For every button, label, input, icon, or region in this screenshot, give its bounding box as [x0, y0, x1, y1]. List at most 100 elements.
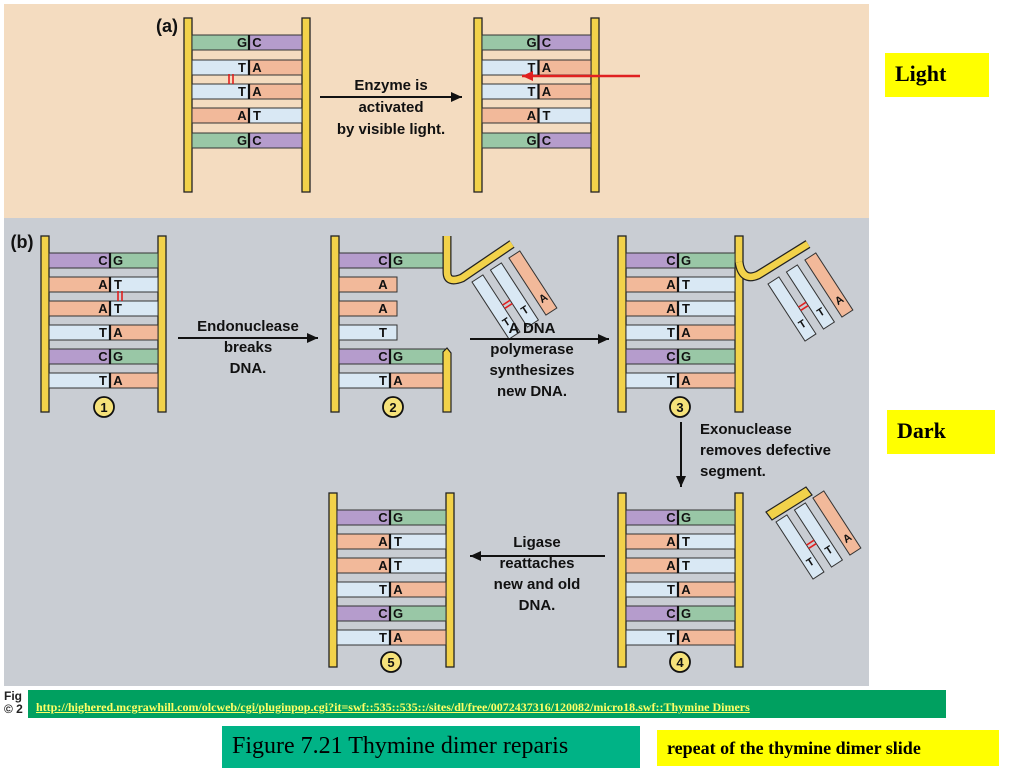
- step5-badge-circle: [380, 651, 402, 673]
- step1-ladder-left-rail: [40, 235, 50, 413]
- panel-a-after-rung-3-base-left: T: [528, 84, 536, 99]
- step4-ladder-rung-3-base-left: A: [666, 558, 676, 573]
- panel-a-before-rung-2-base-left: T: [238, 60, 246, 75]
- step4-ladder-rung-3-base-right: T: [682, 558, 690, 573]
- step1-ladder-rung-4-base-right: A: [113, 325, 123, 340]
- step1-ladder-rung-2-base-right: T: [114, 277, 122, 292]
- step3-badge-circle: [669, 396, 691, 418]
- step4-ladder-rung-4-base-right: A: [681, 582, 691, 597]
- step3-flap-base-bar-1: [767, 276, 817, 342]
- step3-ladder-rung-2-base-right: T: [682, 277, 690, 292]
- arrow-ligase: [470, 551, 605, 561]
- panel-a-red-pointer: [522, 71, 640, 81]
- step5-ladder-rung-4-base-right: A: [393, 582, 403, 597]
- step2-excised-flap-dimer-b: [504, 302, 513, 310]
- dark-label: Dark: [887, 410, 995, 454]
- step2-rung-1-base-right: G: [393, 253, 403, 268]
- panel-a-arrow-text-line-2: activated: [358, 99, 423, 116]
- figure-credit-line2: © 2: [4, 702, 23, 716]
- step3-flap-base-bar-3: [804, 252, 854, 318]
- step5-ladder-rung-2-base-right: T: [394, 534, 402, 549]
- step4-ladder-rung-2-base-left: A: [666, 534, 676, 549]
- step2-rung-5-base-right: G: [393, 349, 403, 364]
- step2-flap-rail: [443, 236, 514, 284]
- step4-ladder-rung-5-base-right: G: [681, 606, 691, 621]
- panel-a-before-rung-4-base-left: A: [237, 108, 247, 123]
- panel-a-before-right-rail: [301, 17, 311, 193]
- panel-a-arrow-text-line-3: by visible light.: [337, 121, 445, 138]
- step4-removed-segment-base-bar-1: [775, 514, 825, 580]
- panel-a-process-arrow: [320, 92, 462, 102]
- step5-ladder-rung-6-base-left: T: [379, 630, 387, 645]
- step5-ladder-rung-5-base-left: C: [378, 606, 388, 621]
- step3-ladder-right-rail: [734, 235, 744, 413]
- step1-ladder-rung-5-base-left: C: [98, 349, 108, 364]
- panel-a-before-rung-2-base-right: A: [252, 60, 262, 75]
- step2-left-rail: [330, 235, 340, 413]
- step3-ladder-rung-4-base-left: T: [667, 325, 675, 340]
- step4-removed-rail: [765, 486, 813, 521]
- step1-ladder-right-rail: [157, 235, 167, 413]
- arrow-endonuclease: [178, 333, 318, 343]
- step3-flap-rail: [735, 241, 810, 281]
- step2-rung-1-base-left: C: [378, 253, 388, 268]
- repeat-note: repeat of the thymine dimer slide: [657, 730, 999, 766]
- panel-a-before-rung-5-base-right: C: [252, 133, 262, 148]
- panel-a-process-arrow-head: [451, 92, 462, 102]
- panel-a-after-left-rail: [473, 17, 483, 193]
- panel-a-after-rung-4-base-right: T: [543, 108, 551, 123]
- step3-ladder-rung-4-base-right: A: [681, 325, 691, 340]
- step5-badge-number: 5: [387, 655, 394, 670]
- step3-badge-number: 3: [676, 400, 683, 415]
- step1-ladder-rung-2-base-left: A: [98, 277, 108, 292]
- step1-ladder-rung-4-base-left: T: [99, 325, 107, 340]
- panel-a-before-rung-1-base-right: C: [252, 35, 262, 50]
- panel-a-after-right-rail: [590, 17, 600, 193]
- arrow-polymerase: [470, 334, 609, 344]
- panel-a-red-pointer-head: [522, 71, 533, 81]
- polymerase-text-line-4: new DNA.: [497, 383, 567, 400]
- step3-ladder-rung-2-base-left: A: [666, 277, 676, 292]
- panel-a-before-rung-5-base-left: G: [237, 133, 247, 148]
- step3-ladder-rung-3-base-left: A: [666, 301, 676, 316]
- ligase-text-line-2: reattaches: [499, 555, 574, 572]
- step4-removed-segment: TTA: [775, 490, 862, 580]
- step4-removed-segment-dimer-b: [808, 542, 817, 550]
- step5-ladder-rung-2-base-left: A: [378, 534, 388, 549]
- step4-ladder-rung-1-base-right: G: [681, 510, 691, 525]
- polymerase-text-line-3: synthesizes: [489, 362, 574, 379]
- panel-a-after-rung-1-base-right: C: [542, 35, 552, 50]
- animation-link[interactable]: http://highered.mcgrawhill.com/olcweb/cg…: [36, 700, 750, 714]
- step2-stub-base-1: A: [378, 277, 388, 292]
- step4-removed-segment-base-bar-2: [793, 502, 844, 568]
- step1-ladder-rung-3-base-right: T: [114, 301, 122, 316]
- step3-flap-dimer-b: [800, 304, 809, 312]
- step2-excised-flap-base-bar-3: [508, 250, 558, 316]
- figure-credit-fragment: Fig © 2: [4, 690, 23, 716]
- polymerase-text-line-2: polymerase: [490, 341, 573, 358]
